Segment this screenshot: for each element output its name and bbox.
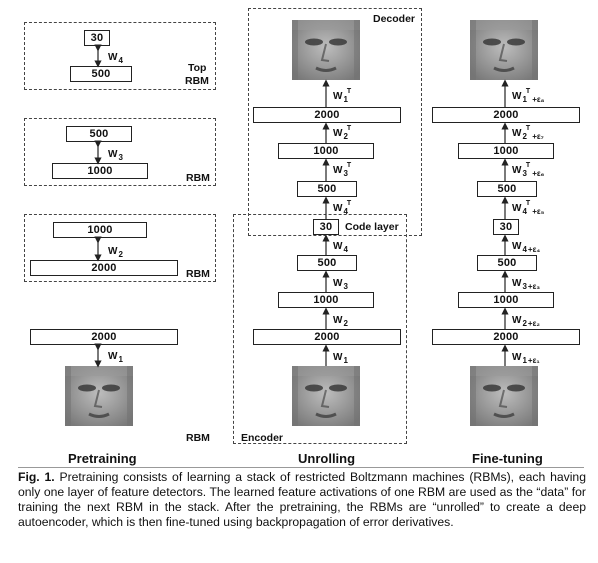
weight-w4-e4-label: W4+ε₄ [512,241,541,255]
decoder-frame [248,8,422,236]
weight-w4-label: W4 [333,241,348,255]
decoder-label: Decoder [373,13,416,25]
unroll-unit-500-bottom: 500 [297,255,357,271]
unrolling-input-face-image [292,366,360,426]
weight-w1-e1-label: W1+ε₁ [512,352,540,366]
weight-w2-e2-label: W2+ε₂ [512,315,540,329]
rbm3-label: RBM [186,172,210,184]
weight-w4t-label: W4T [333,200,352,216]
rbm1-label: RBM [186,432,210,444]
code-layer-label: Code layer [345,221,399,233]
rbm3-unit-1000: 1000 [52,163,148,179]
weight-w1t-label: W1T [333,88,352,104]
caption-rule [18,467,584,468]
weight-w2-label: W2 [333,315,348,329]
caption-figure-number: Fig. 1. [18,470,55,484]
rbm3-frame [24,118,216,186]
rbm3-unit-500: 500 [66,126,132,142]
weight-w1t-e8-label: W1T+ε₈ [512,88,545,104]
finetuning-input-face-image [470,366,538,426]
weight-w2t-label: W2T [333,125,352,141]
weight-w3-label: W3 [108,149,123,163]
weight-w3-label: W3 [333,278,348,292]
ft-unit-1000-bottom: 1000 [458,292,554,308]
unrolling-output-face-image [292,20,360,80]
rbm2-unit-2000: 2000 [30,260,178,276]
weight-w2-label: W2 [108,246,123,260]
weight-w1-label: W1 [333,352,348,366]
pretraining-input-face-image [65,366,133,426]
encoder-label: Encoder [241,432,284,444]
unrolling-title: Unrolling [298,451,356,466]
figure-caption: Fig. 1. Pretraining consists of learning… [18,470,586,530]
ft-unit-30: 30 [493,219,519,235]
pretraining-title: Pretraining [68,451,137,466]
weight-w3-e3-label: W3+ε₃ [512,278,541,292]
top-rbm-label-line2: RBM [185,75,209,87]
weight-w3t-e6-label: W3T+ε₆ [512,162,545,178]
finetuning-output-face-image [470,20,538,80]
rbm2-unit-1000: 1000 [53,222,147,238]
weight-w2t-e7-label: W2T+ε₇ [512,125,544,141]
rbm1-unit-2000: 2000 [30,329,178,345]
rbm2-label: RBM [186,268,210,280]
encoder-frame [233,214,407,444]
rbm2-frame [24,214,216,282]
caption-text: Pretraining consists of learning a stack… [18,470,586,529]
top-rbm-label-line1: Top [188,62,207,74]
finetuning-title: Fine-tuning [472,451,543,466]
weight-w1-label: W1 [108,351,123,365]
weight-w4-label: W4 [108,52,123,66]
weight-w3t-label: W3T [333,162,352,178]
top-rbm-frame [24,22,216,90]
weight-w4t-e5-label: W4T+ε₅ [512,200,545,216]
